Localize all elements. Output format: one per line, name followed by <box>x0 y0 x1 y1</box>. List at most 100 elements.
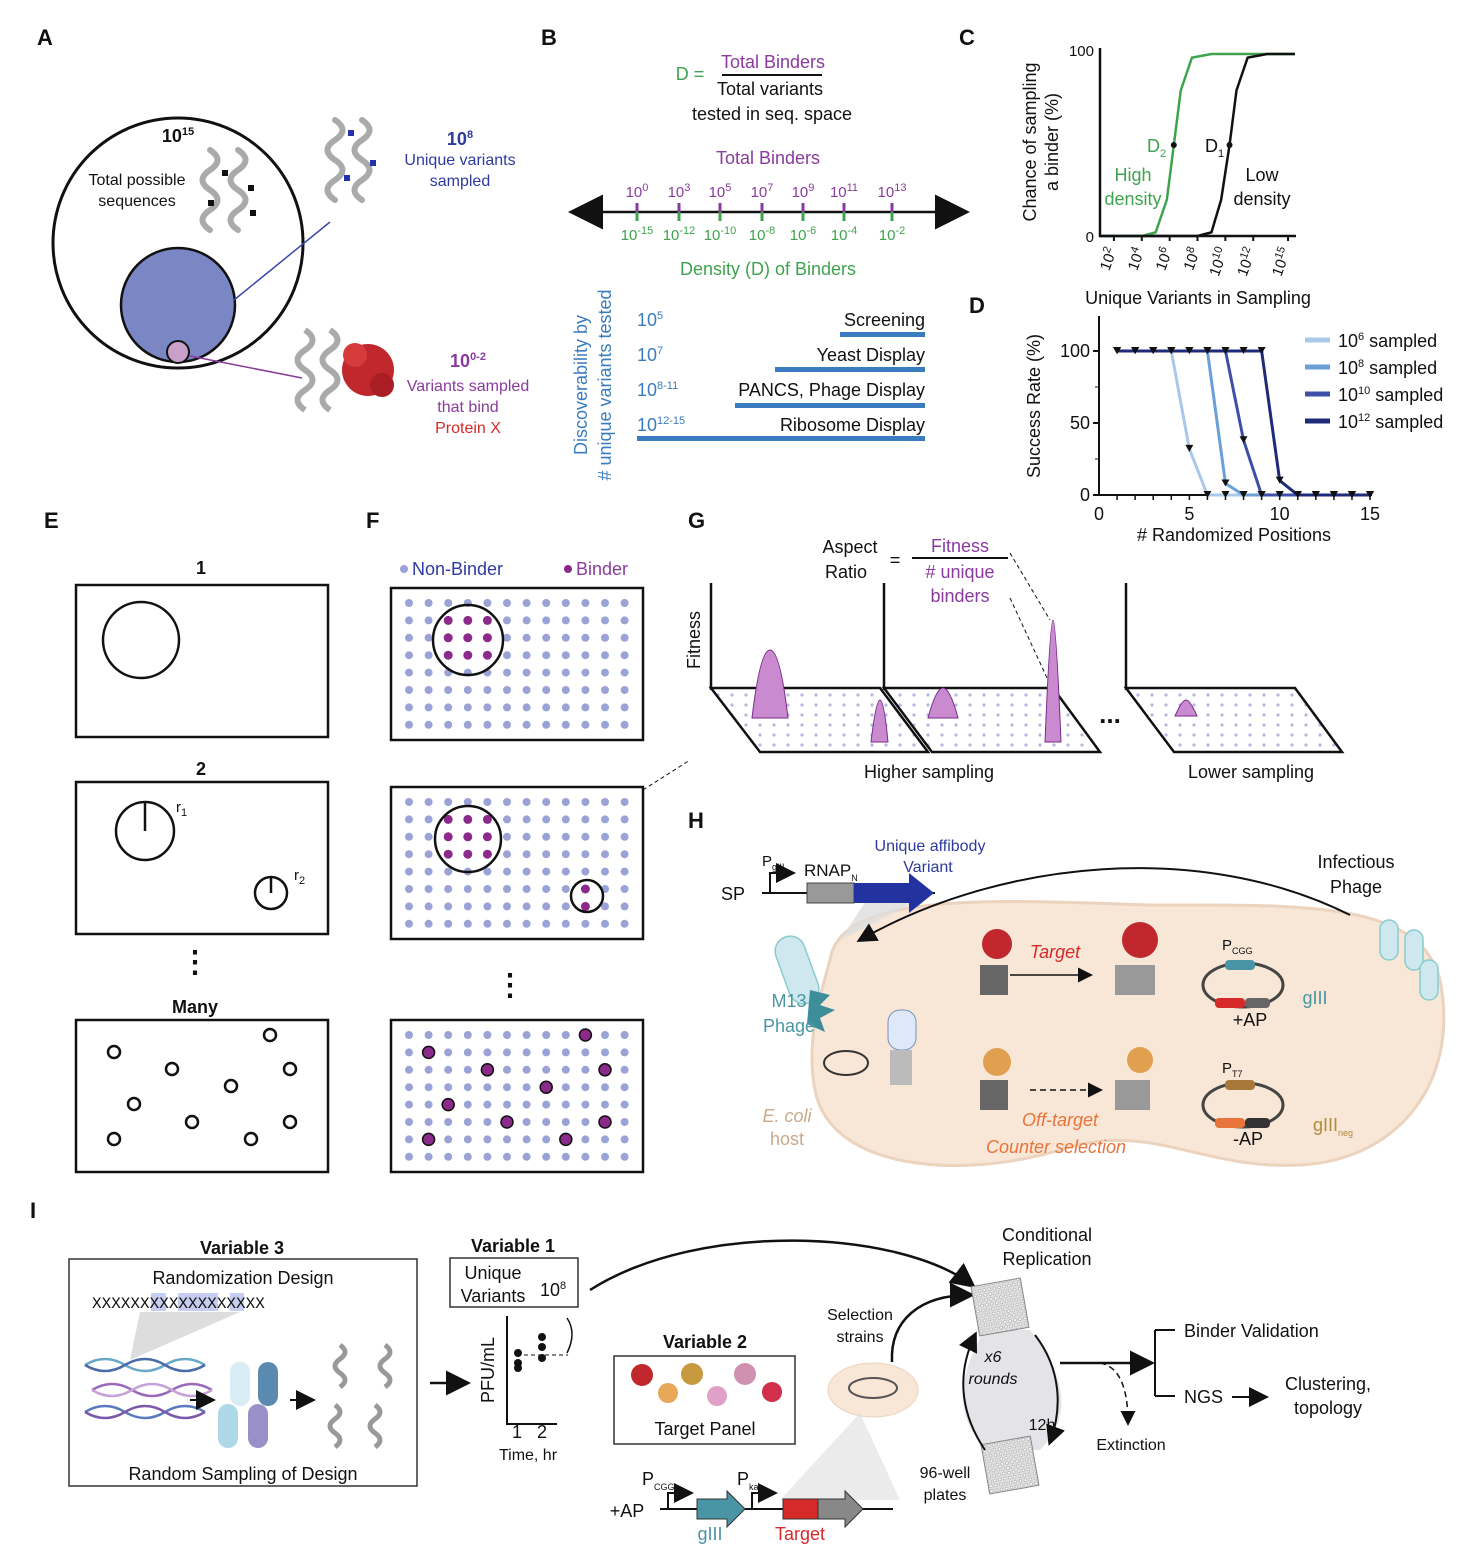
small-sampling-circle <box>243 1131 259 1147</box>
non-binder-dot <box>463 919 472 928</box>
method-name: Screening <box>844 310 925 330</box>
non-binder-dot <box>561 616 570 625</box>
non-binder-dot <box>424 815 433 824</box>
non-binder-dot <box>444 1065 453 1074</box>
binder-dot <box>539 1080 553 1094</box>
x-tick-label: 1012 <box>1232 245 1260 279</box>
affibody-label: Variant <box>903 859 953 876</box>
small-sampling-circle <box>164 1061 180 1077</box>
panel-f: Non-Binder Binder ⋮ <box>389 559 691 1174</box>
non-binder-dot <box>503 919 511 928</box>
panel-label-i: I <box>30 1198 36 1223</box>
target-panel-proteins-icon <box>631 1363 782 1406</box>
variable-3-box <box>68 1258 418 1487</box>
non-binder-dot <box>444 1118 453 1126</box>
non-binder-dot <box>561 1048 570 1057</box>
series-label-d2: D2 <box>1147 136 1166 160</box>
x-tick-label: 1010 <box>1204 245 1232 279</box>
data-point <box>1257 491 1266 498</box>
method-row-screening: 105 Screening <box>637 310 925 337</box>
non-binder-dot <box>522 850 531 859</box>
total-sequences-count: 1015 <box>162 126 194 146</box>
non-binder-dot <box>601 599 609 607</box>
binder-validation-label: Binder Validation <box>1184 1321 1319 1341</box>
x-tick-label: 104 <box>1123 245 1149 273</box>
counter-selection-label: Counter selection <box>986 1137 1126 1157</box>
x-tick-label: 106 <box>1151 245 1177 273</box>
equals-sign: = <box>890 550 901 570</box>
protein-icon <box>199 147 256 233</box>
discoverability-label: # unique variants tested <box>595 289 615 480</box>
non-binder-dot <box>620 1065 629 1074</box>
tick-label-density: 10-4 <box>831 225 857 244</box>
non-binder-dot <box>405 651 413 660</box>
panel-label-h: H <box>688 808 704 833</box>
non-binder-dot <box>620 867 629 876</box>
non-binder-dot <box>620 720 629 729</box>
non-binder-dot <box>542 1118 551 1126</box>
non-binder-dot <box>463 1118 472 1126</box>
non-binder-dot <box>542 1135 551 1144</box>
fitness-peak <box>1044 619 1062 743</box>
method-scale: 107 <box>637 345 663 365</box>
method-row-phage-display: 108-11 PANCS, Phage Display <box>637 380 925 408</box>
binder-legend-dot <box>564 565 572 573</box>
non-binder-dot <box>424 867 433 876</box>
non-binder-dot <box>405 902 413 911</box>
ellipsis: ... <box>1099 699 1121 729</box>
data-point <box>1366 491 1375 498</box>
panel-label-d: D <box>969 293 985 318</box>
unique-variants-label: Variants <box>461 1286 526 1306</box>
non-binder-dot <box>405 686 413 694</box>
promoter-arrow <box>769 863 796 893</box>
non-binder-dot <box>561 902 570 911</box>
non-binder-dot <box>581 1065 590 1074</box>
ellipsis: ⋮ <box>495 969 525 1002</box>
non-binder-dot <box>483 720 492 729</box>
96-well-plate-icon <box>970 1277 1030 1337</box>
non-binder-dot <box>601 651 609 660</box>
target-panel-label: Target Panel <box>654 1419 755 1439</box>
cycle-background <box>962 1330 1062 1450</box>
tick-label-total-binders: 1013 <box>878 182 907 201</box>
non-binder-dot <box>581 919 590 928</box>
protein-binder-complex-icon <box>294 327 394 413</box>
method-range-bar <box>637 436 925 441</box>
method-range-bar <box>840 332 925 337</box>
binder-dot <box>480 1063 495 1077</box>
non-binder-dot <box>542 867 551 876</box>
non-binder-dot <box>424 919 433 928</box>
non-binder-dot <box>542 1031 551 1039</box>
y-tick-label: 50 <box>1070 413 1090 433</box>
binder-dot <box>443 650 453 660</box>
non-binder-dot <box>601 798 609 806</box>
non-binder-dot <box>424 1083 433 1092</box>
non-binder-dot <box>503 1031 511 1039</box>
giii-neg-label: gIIIneg <box>1313 1115 1353 1138</box>
dna-library-icon <box>84 1357 213 1420</box>
non-binder-dot <box>542 919 551 928</box>
ecoli-host-label: host <box>770 1129 804 1149</box>
non-binder-dot <box>405 1100 413 1109</box>
panel-i: Variable 3 Randomization Design XXXXXXXX… <box>68 1225 1371 1544</box>
binders-label: Variants sampled <box>407 378 529 395</box>
non-binder-dot <box>581 703 590 712</box>
binder-dot <box>500 1115 514 1129</box>
non-binder-dot <box>503 885 511 893</box>
non-binder-dot <box>542 668 551 677</box>
fitness-axis-label: Fitness <box>684 611 704 669</box>
non-binder-dot <box>405 1065 413 1074</box>
non-binder-dot <box>463 720 472 729</box>
binder-dot <box>443 814 453 824</box>
high-density-label: density <box>1104 189 1161 209</box>
non-binder-dot <box>561 651 570 660</box>
connector-line <box>233 221 331 301</box>
binder-dot <box>421 1045 436 1060</box>
non-binder-dot <box>601 1048 609 1057</box>
binder-dot <box>463 615 473 625</box>
x-tick-label: 1015 <box>1267 245 1295 279</box>
non-binder-dot <box>405 885 413 893</box>
zoom-cone <box>780 1413 900 1500</box>
non-binder-dot <box>444 1083 453 1092</box>
